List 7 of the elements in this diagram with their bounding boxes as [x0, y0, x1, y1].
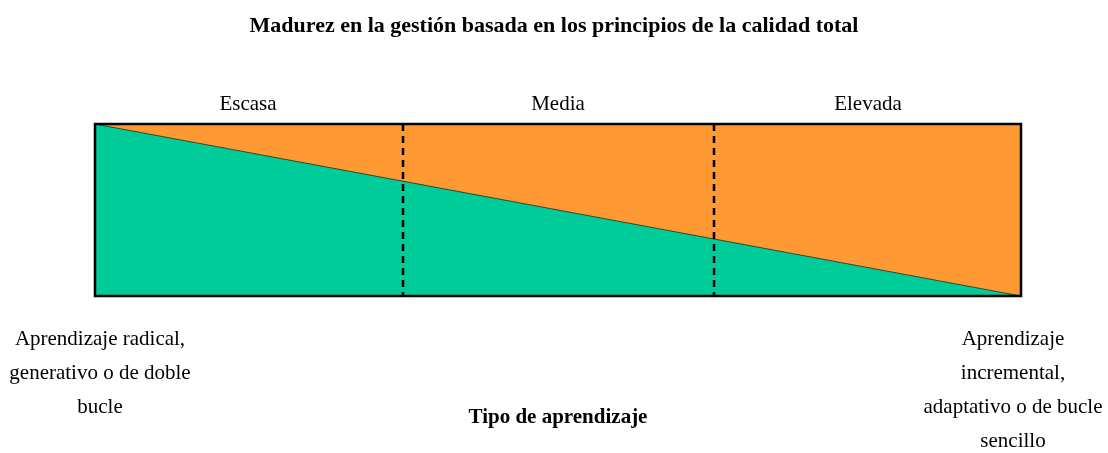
- axis-end-label: Aprendizaje radical, generativo o de doble bucle: [8, 325, 192, 420]
- axis-title: Tipo de aprendizaje: [467, 403, 649, 430]
- category-label: Media: [530, 90, 586, 117]
- category-label: Elevada: [833, 90, 903, 117]
- axis-end-label: Aprendizaje incremental, adaptativo o de bucle sencillo: [922, 325, 1104, 453]
- category-label: Escasa: [218, 90, 278, 117]
- title: Madurez en la gestión basada en los principios de la calidad total: [248, 12, 860, 38]
